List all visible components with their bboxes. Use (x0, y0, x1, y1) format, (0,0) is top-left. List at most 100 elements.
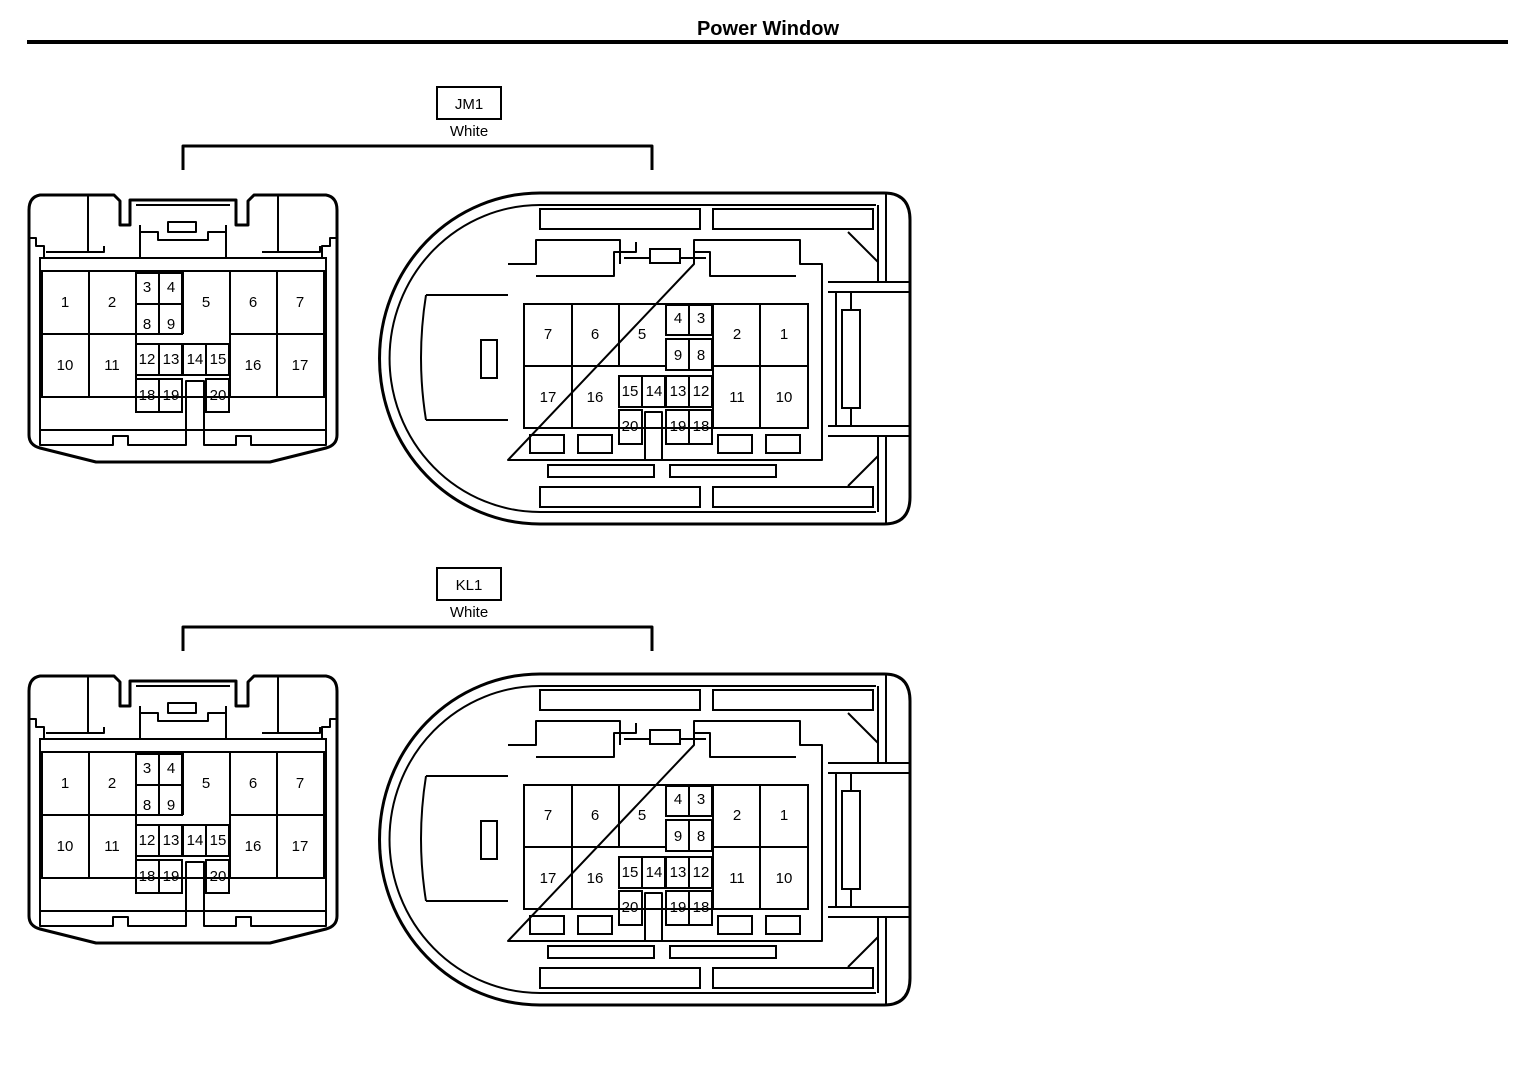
right-lock (841, 790, 861, 890)
terminal-pin-label: 8 (143, 797, 151, 814)
terminal-pin-label: 20 (210, 387, 227, 404)
top-tab-sides (139, 225, 227, 258)
bottom-slot-left (539, 486, 701, 508)
right-latch-bottom (828, 425, 910, 524)
harness-pin-label: 20 (622, 899, 639, 916)
terminal-pin-label: 5 (202, 775, 210, 792)
terminal-pin-label: 6 (249, 775, 257, 792)
harness-pin-label: 15 (622, 383, 639, 400)
pin-cell (158, 784, 183, 816)
bottom-key (765, 915, 801, 935)
bottom-bar-left (547, 945, 655, 959)
terminal-pin-label: 2 (108, 775, 116, 792)
harness-pin-label: 19 (670, 418, 687, 435)
bottom-slot-right (712, 486, 874, 508)
bottom-key (529, 915, 565, 935)
harness-pin-label: 7 (544, 807, 552, 824)
terminal-pin-label: 5 (202, 294, 210, 311)
connector-tag-label: JM1 (455, 96, 483, 113)
terminal-pin-label: 9 (167, 316, 175, 333)
harness-pin-label: 7 (544, 326, 552, 343)
connector-tag-box (436, 86, 502, 120)
harness-pin-label: 2 (733, 326, 741, 343)
terminal-pin-label: 11 (104, 838, 120, 855)
terminal-pin-label: 17 (292, 357, 309, 374)
harness-pin-label: 14 (646, 383, 663, 400)
latch-steps (29, 237, 337, 258)
terminal-pin-label: 13 (163, 832, 180, 849)
bottom-key (717, 434, 753, 454)
terminal-pin-label: 18 (139, 868, 156, 885)
harness-pin-label: 4 (674, 310, 682, 327)
terminal-pin-label: 19 (163, 387, 180, 404)
center-slot (644, 892, 663, 941)
bottom-key (717, 915, 753, 935)
inner-housing-top (536, 723, 796, 758)
harness-pin-label: 14 (646, 864, 663, 881)
harness-pin-label: 13 (670, 383, 687, 400)
harness-pin-label: 2 (733, 807, 741, 824)
harness-pin-label: 18 (693, 899, 710, 916)
harness-pin-label: 19 (670, 899, 687, 916)
right-latch-top (828, 193, 910, 293)
terminal-pin-label: 19 (163, 868, 180, 885)
shell-inner-arc (388, 204, 541, 513)
terminal-pin-label: 11 (104, 357, 120, 374)
bottom-key (765, 434, 801, 454)
center-key (649, 729, 681, 745)
terminal-pin-label: 17 (292, 838, 309, 855)
harness-pin-label: 8 (697, 828, 705, 845)
pin-cell (158, 303, 183, 335)
harness-shell (378, 191, 912, 526)
bottom-bar-right (669, 464, 777, 478)
bottom-slot-left (539, 967, 701, 989)
harness-pin-label: 15 (622, 864, 639, 881)
latch-steps (29, 718, 337, 739)
harness-pin-label: 20 (622, 418, 639, 435)
terminal-pin-label: 2 (108, 294, 116, 311)
terminal-pin-label: 7 (296, 294, 304, 311)
center-slot (185, 380, 205, 430)
connector-color-label: White (450, 123, 488, 140)
bottom-key (529, 434, 565, 454)
top-slot-right (712, 208, 874, 230)
inner-housing (507, 720, 823, 942)
terminal-pin-label: 1 (61, 294, 69, 311)
harness-pin-label: 5 (638, 326, 646, 343)
harness-pin-label: 9 (674, 828, 682, 845)
terminal-pin-label: 4 (167, 760, 175, 777)
pin-cell (688, 375, 713, 408)
terminal-pin-label: 14 (187, 351, 204, 368)
terminal-pin-label: 13 (163, 351, 180, 368)
inner-face (39, 738, 327, 912)
harness-shell (378, 672, 912, 1007)
top-slot-left (539, 689, 701, 711)
harness-pin-label: 18 (693, 418, 710, 435)
harness-pin-label: 10 (776, 389, 793, 406)
pin-cell (205, 343, 230, 376)
right-latch-top (828, 674, 910, 774)
connector-tag-label: KL1 (456, 577, 483, 594)
connector-tag-box (436, 567, 502, 601)
center-key (649, 248, 681, 264)
harness-pin-label: 4 (674, 791, 682, 808)
terminal-pin-label: 15 (210, 351, 227, 368)
connector-body (27, 193, 339, 464)
harness-pin-label: 10 (776, 870, 793, 887)
top-tab-sides (139, 706, 227, 739)
pin-cell (688, 890, 713, 926)
terminal-pin-label: 1 (61, 775, 69, 792)
terminal-pin-label: 14 (187, 832, 204, 849)
bottom-keys (39, 430, 327, 446)
pin-cell (158, 378, 183, 413)
bottom-key (577, 434, 613, 454)
harness-pin-label: 11 (729, 389, 745, 406)
pin-cell (688, 409, 713, 445)
center-slot (644, 411, 663, 460)
top-slot-right (712, 689, 874, 711)
center-slot (185, 861, 205, 911)
right-latch (262, 676, 321, 734)
